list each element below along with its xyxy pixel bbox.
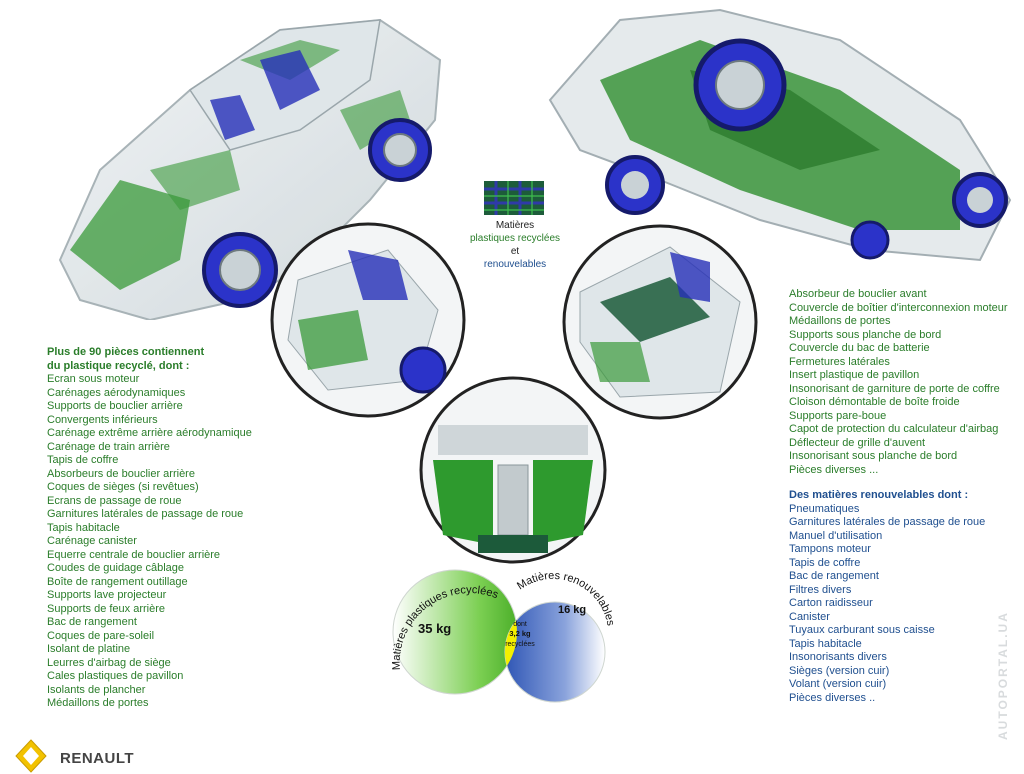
car-underside-illustration — [548, 8, 1012, 262]
renewable-material-item: Pneumatiques — [789, 502, 860, 515]
renewable-circle — [504, 601, 606, 703]
recycled-part-right-item: Insonorisant de garniture de porte de co… — [789, 382, 1000, 395]
recycled-part-item: Tapis de coffre — [47, 454, 119, 466]
recycled-part-item: Médaillons de portes — [47, 697, 149, 709]
recycled-part-right-item: Insert plastique de pavillon — [789, 369, 920, 381]
recycled-part-item: Carénage canister — [47, 535, 137, 547]
recycled-part-item: Isolants de plancher — [47, 683, 146, 696]
venn-center-line-3: recyclées — [505, 641, 535, 648]
recycled-part-item: Garnitures latérales de passage de roue — [47, 508, 244, 520]
recycled-part-right-item: Capot de protection du calculateur d'air… — [789, 423, 999, 435]
renewable-list-title: Des matières renouvelables dont : — [789, 489, 969, 501]
legend-line-2: plastiques recyclées — [469, 233, 561, 244]
renewable-material-item: Canister — [789, 610, 830, 623]
recycled-part-item: Convergents inférieurs — [47, 413, 158, 426]
recycled-part-right-item: Médaillons de portes — [789, 315, 891, 327]
recycled-part-right-item: Couvercle du bac de batterie — [789, 342, 930, 354]
recycled-part-item: Supports lave projecteur — [47, 589, 167, 601]
legend-line-1: Matières — [495, 220, 535, 231]
renewable-material-item: Filtres divers — [789, 583, 852, 596]
autoportal-watermark: AUTOPORTAL.UA — [996, 611, 1010, 740]
recycled-part-item: Ecrans de passage de roue — [47, 494, 182, 507]
recycled-part-item: Ecran sous moteur — [47, 373, 140, 385]
recycled-part-item: Isolant de platine — [47, 643, 131, 655]
recycled-part-item: Carénage extrême arrière aérodynamique — [47, 427, 252, 439]
recycled-part-item: Carénage de train arrière — [47, 440, 170, 453]
renewable-material-item: Pièces diverses .. — [789, 691, 876, 704]
recycled-part-item: Equerre centrale de bouclier arrière — [47, 548, 221, 561]
renewable-material-item: Tapis de coffre — [789, 556, 861, 569]
renewable-material-item: Insonorisants divers — [789, 651, 887, 663]
recycled-part-right-item: Supports pare-boue — [789, 409, 887, 422]
venn-left-value: 35 kg — [418, 621, 451, 636]
renewable-material-item: Sièges (version cuir) — [789, 664, 890, 677]
renewable-material-item: Volant (version cuir) — [789, 678, 887, 690]
recycled-part-right-item: Absorbeur de bouclier avant — [789, 288, 927, 300]
recycled-part-item: Boîte de rangement outillage — [47, 575, 188, 588]
interior-detail-circle — [419, 376, 607, 564]
renewable-material-item: Garnitures latérales de passage de roue — [789, 516, 986, 528]
recycled-part-item: Carénages aérodynamiques — [47, 386, 186, 399]
car-front-illustration — [58, 18, 442, 320]
recycled-part-right-item: Insonorisant sous planche de bord — [789, 450, 958, 462]
recycled-part-right-item: Cloison démontable de boîte froide — [789, 396, 960, 408]
legend-text: Matières plastiques recyclées et renouve… — [455, 219, 575, 271]
recycled-material-swatch — [484, 181, 544, 215]
trunk-detail-circle — [270, 222, 466, 418]
venn-right-value: 16 kg — [558, 604, 586, 616]
renewable-material-item: Carton raidisseur — [789, 597, 873, 609]
renewable-material-item: Tampons moteur — [789, 543, 871, 555]
legend-line-3: et — [510, 246, 520, 257]
recycled-part-right-item: Supports sous planche de bord — [789, 328, 942, 341]
legend-line-4: renouvelables — [483, 259, 547, 270]
recycled-part-item: Bac de rangement — [47, 616, 137, 628]
recycled-part-right-item: Déflecteur de grille d'auvent — [789, 436, 926, 449]
trunk-mat-detail-circle — [562, 224, 758, 420]
recycled-part-item: Coques de pare-soleil — [47, 629, 155, 642]
venn-center-line-1: dont — [513, 621, 527, 628]
venn-center-line-2: 3,2 kg — [509, 629, 531, 638]
recycled-part-right-item: Couvercle de boîtier d'interconnexion mo… — [789, 301, 1008, 314]
recycled-list-title-2: du plastique recyclé, dont : — [47, 359, 190, 372]
recycled-parts-list: Plus de 90 pièces contiennent du plastiq… — [47, 346, 252, 711]
renault-diamond-logo — [15, 739, 47, 773]
renewable-material-item: Bac de rangement — [789, 570, 879, 582]
renewable-material-item: Manuel d'utilisation — [789, 529, 883, 542]
recycled-part-item: Cales plastiques de pavillon — [47, 670, 184, 682]
recycled-part-item: Tapis habitacle — [47, 521, 120, 534]
recycled-part-item: Leurres d'airbag de siège — [47, 656, 171, 669]
recycled-list-title-1: Plus de 90 pièces contiennent — [47, 346, 205, 358]
materials-venn-diagram: Matières plastiques recyclées Matières r… — [391, 569, 617, 703]
recycled-part-right-item: Fermetures latérales — [789, 355, 890, 368]
renault-brand-name: RENAULT — [60, 750, 135, 767]
renewable-material-item: Tapis habitacle — [789, 637, 862, 650]
recycled-part-item: Coudes de guidage câblage — [47, 562, 185, 574]
recycled-part-item: Supports de bouclier arrière — [47, 400, 183, 412]
recycled-part-right-item: Pièces diverses ... — [789, 463, 879, 476]
renewable-materials-list: Des matières renouvelables dont : Pneuma… — [789, 489, 985, 705]
renewable-material-item: Tuyaux carburant sous caisse — [789, 624, 935, 636]
recycled-part-item: Supports de feux arrière — [47, 602, 166, 615]
recycled-part-item: Absorbeurs de bouclier arrière — [47, 467, 195, 480]
recycled-part-item: Coques de sièges (si revêtues) — [47, 481, 199, 493]
